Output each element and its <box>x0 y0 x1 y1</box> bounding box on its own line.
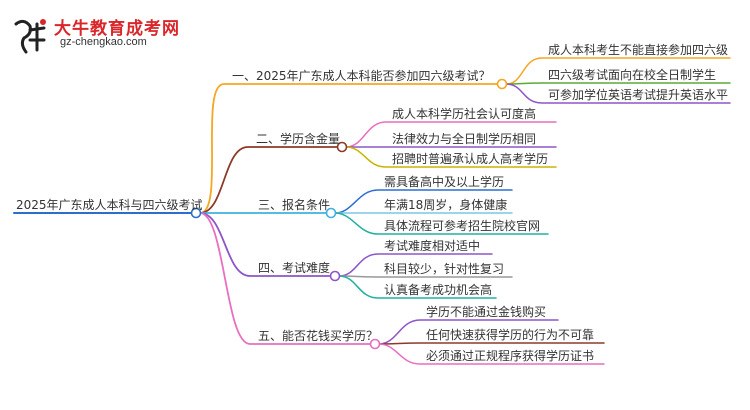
leaf-connector-4-2 <box>338 275 513 278</box>
branch-node-5[interactable]: 五、能否花钱买学历？ <box>258 329 379 343</box>
leaf-connector-1-1 <box>505 57 731 85</box>
branch-connector-5 <box>199 212 371 345</box>
branch-connector-4 <box>199 212 331 277</box>
leaf-node-5-1[interactable]: 学历不能通过金钱购买 <box>426 305 547 319</box>
root-node[interactable]: 2025年广东成人本科与四六级考试 <box>16 198 203 212</box>
leaf-connector-4-1 <box>338 253 493 277</box>
branch-node-2[interactable]: 二、学历含金量 <box>256 132 341 146</box>
branch-toggle-3[interactable] <box>325 207 337 219</box>
site-logo[interactable]: 大牛教育成考网 gz-chengkao.com <box>8 12 180 60</box>
branch-node-4[interactable]: 四、考试难度 <box>258 261 331 275</box>
leaf-node-1-2[interactable]: 四六级考试面向在校全日制学生 <box>548 68 717 82</box>
leaf-node-4-1[interactable]: 考试难度相对适中 <box>384 239 481 253</box>
branch-node-1[interactable]: 一、2025年广东成人本科能否参加四六级考试？ <box>232 69 491 83</box>
leaf-connector-4-3 <box>338 275 497 299</box>
leaf-connector-3-1 <box>334 189 513 214</box>
leaf-connector-3-3 <box>334 212 549 235</box>
leaf-node-2-2[interactable]: 法律效力与全日制学历相同 <box>392 132 537 146</box>
branch-toggle-4[interactable] <box>329 270 341 282</box>
root-toggle[interactable] <box>190 207 202 219</box>
leaf-connector-2-3 <box>345 146 557 168</box>
branch-node-3[interactable]: 三、报名条件 <box>258 198 331 212</box>
leaf-node-2-1[interactable]: 成人本科学历社会认可度高 <box>392 107 537 121</box>
branch-connector-2 <box>199 146 338 214</box>
branch-toggle-1[interactable] <box>496 78 508 90</box>
branch-toggle-5[interactable] <box>369 338 381 350</box>
logo-title: 大牛教育成考网 <box>54 19 180 39</box>
leaf-connector-5-3 <box>378 343 605 365</box>
branch-toggle-2[interactable] <box>336 141 348 153</box>
leaf-connector-1-2 <box>505 82 731 85</box>
leaf-connector-5-2 <box>378 342 605 345</box>
leaf-node-2-3[interactable]: 招聘时普遍承认成人高考学历 <box>392 152 549 166</box>
leaf-node-3-3[interactable]: 具体流程可参考招生院校官网 <box>384 219 541 233</box>
leaf-connector-1-3 <box>505 83 731 104</box>
logo-url: gz-chengkao.com <box>60 36 147 48</box>
leaf-connector-2-1 <box>345 121 557 148</box>
leaf-connector-5-1 <box>378 319 559 345</box>
leaf-node-3-1[interactable]: 需具备高中及以上学历 <box>384 175 505 189</box>
leaf-node-3-2[interactable]: 年满18周岁，身体健康 <box>384 198 508 212</box>
leaf-node-1-3[interactable]: 可参加学位英语考试提升英语水平 <box>548 88 729 102</box>
leaf-node-4-2[interactable]: 科目较少，针对性复习 <box>384 262 505 276</box>
leaf-node-1-1[interactable]: 成人本科考生不能直接参加四六级 <box>548 43 729 57</box>
logo-mark-icon <box>14 19 46 54</box>
leaf-node-5-3[interactable]: 必须通过正规程序获得学历证书 <box>426 349 595 363</box>
leaf-node-5-2[interactable]: 任何快速获得学历的行为不可靠 <box>426 328 595 342</box>
leaf-node-4-3[interactable]: 认真备考成功机会高 <box>384 283 493 297</box>
branch-connector-1 <box>199 83 498 214</box>
